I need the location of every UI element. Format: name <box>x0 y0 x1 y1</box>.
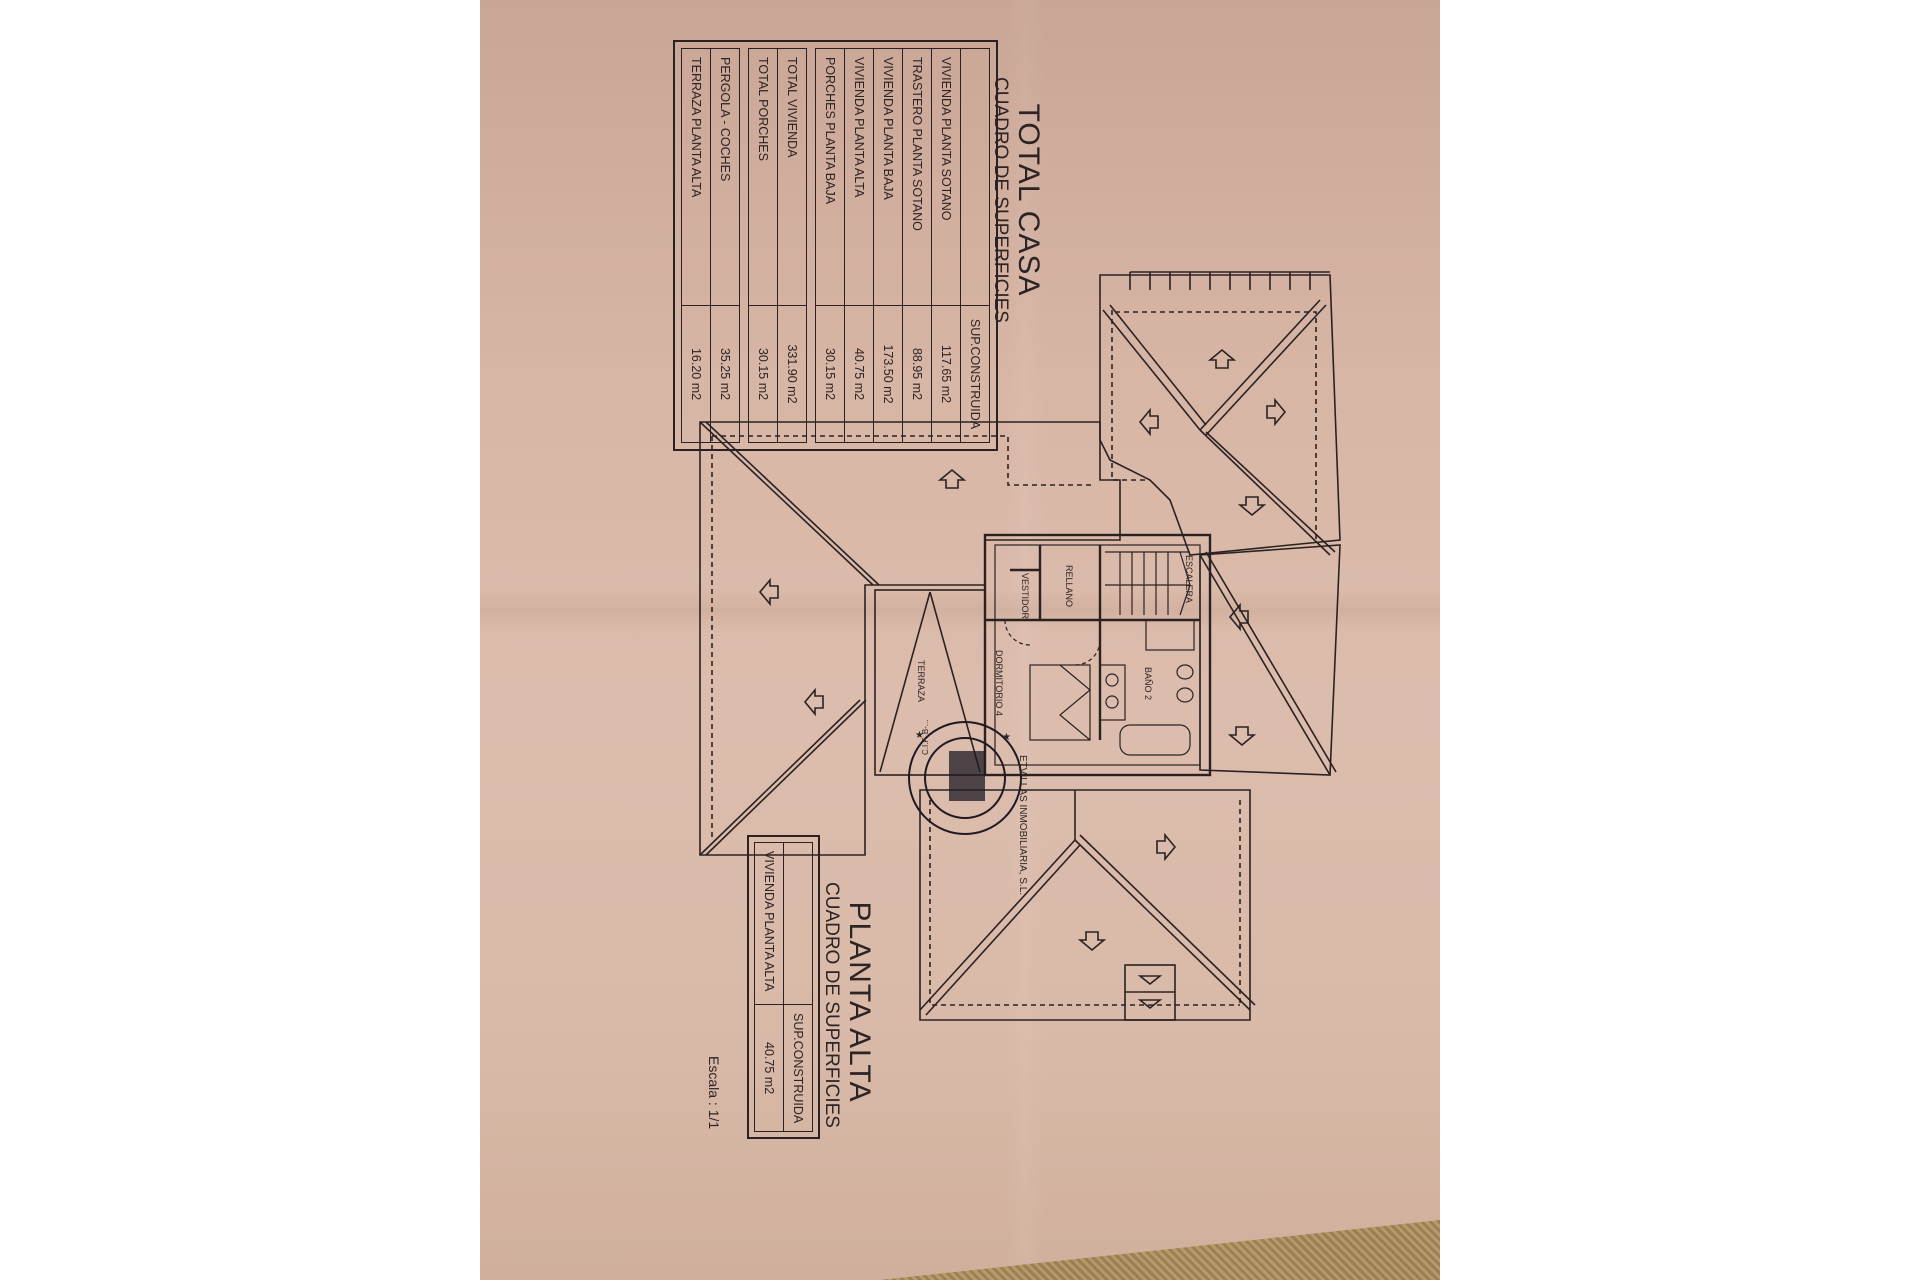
label-vestidor: VESTIDOR <box>1020 573 1030 620</box>
column-header: SUP.CONSTRUIDA <box>783 1004 813 1132</box>
roof-right-middle <box>1199 544 1341 776</box>
column-header: SUP.CONSTRUIDA <box>960 305 990 443</box>
star-icon: ★ <box>1002 732 1011 743</box>
terraza-outline <box>874 589 986 776</box>
total-casa-title: TOTAL CASA <box>1012 103 1045 297</box>
stamp-cif: C.I.F. B-... <box>921 719 930 755</box>
upper-floor-walls <box>983 533 1212 777</box>
arrow-icon <box>758 348 1287 1010</box>
door-swings <box>1004 619 1101 666</box>
bed <box>1029 664 1091 741</box>
star-icon: ★ <box>915 730 924 741</box>
bathroom-fixtures <box>1099 619 1195 756</box>
paper-fold-vertical <box>1005 0 1045 1280</box>
railing-icon <box>1129 271 1330 290</box>
planta-alta-subtitle: CUADRO DE SUPERFICIES <box>821 882 842 1128</box>
planta-alta-title: PLANTA ALTA <box>843 901 876 1103</box>
paper-fold-horizontal <box>480 590 1440 630</box>
label-escalera: ESCALERA <box>1184 555 1194 603</box>
label-dormitorio: DORMITORIO 4 <box>994 650 1004 716</box>
stamp-text: ETVILLAS INMOBILIARIA, S.L. <box>1017 755 1028 895</box>
roof-bottom-right <box>919 789 1256 1021</box>
stair-treads <box>1105 551 1191 616</box>
photographed-plan-sheet <box>480 0 1440 1280</box>
label-bano: BAÑO 2 <box>1143 667 1153 700</box>
company-stamp: ETVILLAS INMOBILIARIA, S.L. C.I.F. B-...… <box>908 719 1028 895</box>
label-terraza: TERRAZA <box>916 660 926 702</box>
roof-top-right <box>1099 271 1341 556</box>
scale-label: Escala : 1/1 <box>706 1056 722 1130</box>
label-rellano: RELLANO <box>1064 565 1074 607</box>
planta-alta-block: PLANTA ALTA CUADRO DE SUPERFICIES <box>820 882 876 1128</box>
